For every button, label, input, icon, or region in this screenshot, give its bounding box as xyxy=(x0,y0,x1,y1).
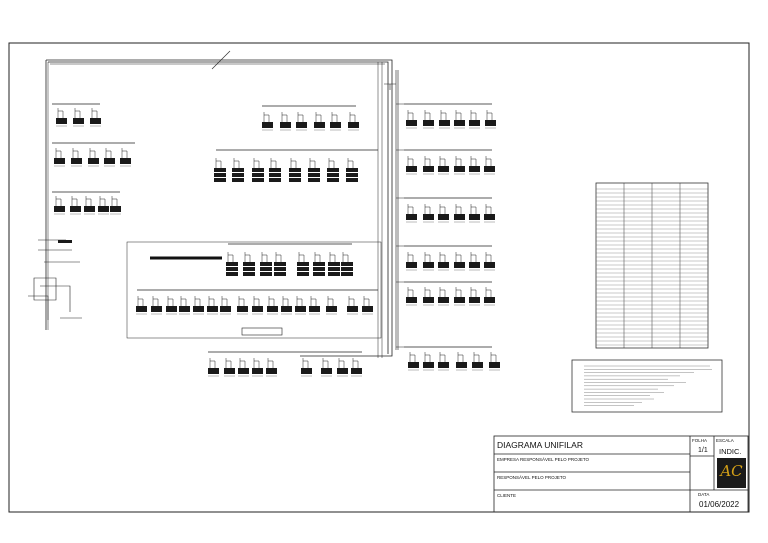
sheet-border xyxy=(8,42,750,513)
drawing-title: DIAGRAMA UNIFILAR xyxy=(497,440,583,450)
date-value: 01/06/2022 xyxy=(699,500,740,509)
logo-monogram: AC xyxy=(720,462,743,480)
middle-box-group xyxy=(126,241,382,339)
load-table-rows xyxy=(596,188,708,346)
top-center-group xyxy=(261,105,360,131)
bottom-center-group xyxy=(207,351,363,377)
scale-label: ESCALA xyxy=(716,438,734,443)
meter-center-group xyxy=(213,149,378,183)
notes-lines xyxy=(584,365,712,406)
load-table xyxy=(595,182,709,349)
client-label: CLIENTE xyxy=(497,493,517,498)
scale-value: INDIC. xyxy=(719,447,742,456)
sheet-value: 1/1 xyxy=(698,447,708,454)
left-panel-groups xyxy=(28,103,135,320)
company-label: EMPRESA RESPONSÁVEL PELO PROJETO xyxy=(497,457,590,462)
responsible-label: RESPONSÁVEL PELO PROJETO xyxy=(497,475,567,480)
right-panel-groups xyxy=(404,103,501,371)
notes-block xyxy=(571,359,723,413)
main-busbars xyxy=(45,59,404,358)
title-block xyxy=(493,435,749,513)
date-label: DATA xyxy=(698,492,710,497)
company-logo: AC xyxy=(717,458,746,488)
sheet-label: FOLHA xyxy=(692,438,708,443)
